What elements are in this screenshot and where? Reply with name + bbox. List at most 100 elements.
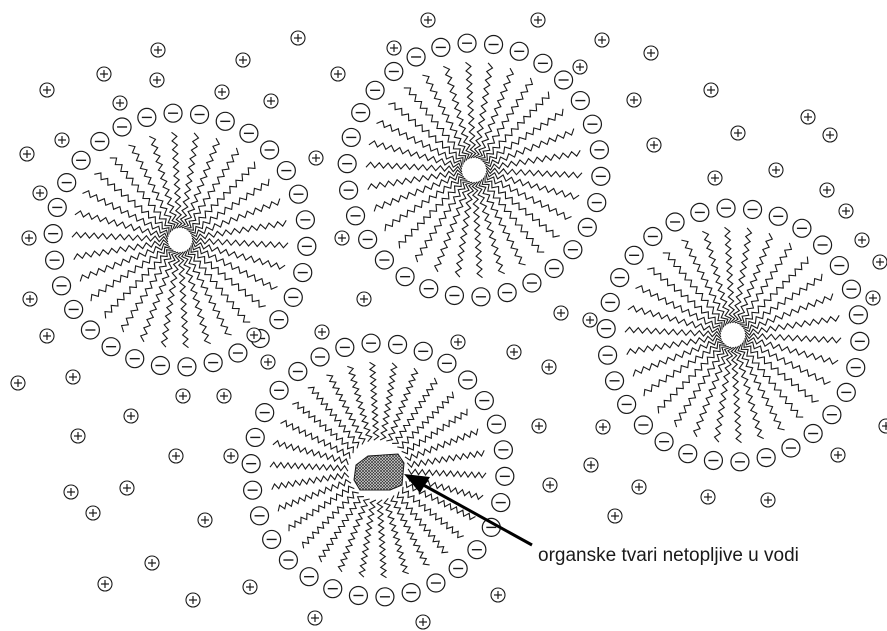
anion-head-icon <box>555 71 573 89</box>
annotation-arrow <box>404 474 532 545</box>
anion-head-icon <box>588 194 606 212</box>
cation-icon <box>554 306 568 320</box>
surfactant-tail <box>735 233 773 323</box>
cation-icon <box>22 231 36 245</box>
surfactant-tail <box>308 387 359 448</box>
cation-icon <box>416 615 430 629</box>
cation-icon <box>55 133 69 147</box>
anion-head-icon <box>793 219 811 237</box>
anion-head-icon <box>46 251 64 269</box>
cation-icon <box>236 53 250 67</box>
anion-head-icon <box>475 392 493 410</box>
cation-icon <box>873 255 887 269</box>
cation-icon <box>97 67 111 81</box>
cation-icon <box>291 31 305 45</box>
anion-head-icon <box>102 338 120 356</box>
cation-icon <box>261 355 275 369</box>
anion-head-icon <box>823 406 841 424</box>
cation-icon <box>86 506 100 520</box>
cation-icon <box>145 556 159 570</box>
cation-icon <box>40 83 54 97</box>
anion-head-icon <box>644 227 662 245</box>
cation-icon <box>20 147 34 161</box>
anion-head-icon <box>420 280 438 298</box>
anion-head-icon <box>349 586 367 604</box>
cation-icon <box>823 128 837 142</box>
micelle-core <box>170 230 190 250</box>
anion-head-icon <box>485 36 503 54</box>
anion-head-icon <box>151 356 169 374</box>
anion-head-icon <box>757 449 775 467</box>
surfactant-tail <box>740 257 808 326</box>
anion-head-icon <box>449 560 467 578</box>
cation-icon <box>64 485 78 499</box>
micelle-core <box>723 325 743 345</box>
anion-head-icon <box>849 306 867 324</box>
surfactant-tail <box>745 338 831 384</box>
surfactant-tail <box>741 343 803 417</box>
organic-particle-core <box>354 454 404 490</box>
surfactant-tail <box>319 497 364 562</box>
anion-head-icon <box>340 181 358 199</box>
anion-head-icon <box>240 124 258 142</box>
anion-head-icon <box>492 494 510 512</box>
cation-icon <box>11 376 25 390</box>
surfactant-tail <box>289 486 354 531</box>
anion-head-icon <box>599 346 617 364</box>
surfactant-tail <box>397 492 448 553</box>
anion-head-icon <box>126 350 144 368</box>
annotation-label: organske tvari netopljive u vodi <box>538 545 799 567</box>
cation-icon <box>169 449 183 463</box>
surfactant-tail <box>188 248 250 322</box>
anion-head-icon <box>679 445 697 463</box>
cation-icon <box>387 41 401 55</box>
anion-head-icon <box>498 284 516 302</box>
cation-icon <box>573 60 587 74</box>
cation-icon <box>866 291 880 305</box>
surfactant-tail <box>435 182 473 272</box>
surfactant-tail <box>347 366 372 441</box>
anion-head-icon <box>300 568 318 586</box>
anion-head-icon <box>618 395 636 413</box>
anion-head-icon <box>487 415 505 433</box>
cation-icon <box>731 126 745 140</box>
cation-icon <box>217 389 231 403</box>
surfactant-tail <box>663 253 725 327</box>
anion-head-icon <box>655 433 673 451</box>
anion-head-icon <box>744 201 762 219</box>
surfactant-tail <box>377 121 463 167</box>
anion-head-icon <box>704 451 722 469</box>
surfactant-tail <box>270 462 348 471</box>
cation-icon <box>531 13 545 27</box>
surfactant-tail <box>192 243 278 289</box>
surfactant-tail <box>486 173 572 219</box>
anion-head-icon <box>494 441 512 459</box>
anion-head-icon <box>666 213 684 231</box>
cation-icon <box>23 292 37 306</box>
cation-icon <box>831 448 845 462</box>
cation-icon <box>33 186 47 200</box>
anion-head-icon <box>251 507 269 525</box>
anion-head-icon <box>298 237 316 255</box>
anion-head-icon <box>229 344 247 362</box>
surfactant-tail <box>110 158 172 232</box>
anion-head-icon <box>376 588 394 606</box>
anion-head-icon <box>571 92 589 110</box>
surfactant-tail <box>481 92 549 161</box>
anion-head-icon <box>414 342 432 360</box>
micelles-layer <box>44 34 869 606</box>
anion-head-icon <box>583 115 601 133</box>
anion-head-icon <box>270 381 288 399</box>
arrow-head <box>404 474 430 493</box>
surfactant-tail <box>141 252 179 342</box>
surfactant-tail <box>187 162 255 231</box>
anion-head-icon <box>842 280 860 298</box>
cation-icon <box>644 46 658 60</box>
cation-icon <box>124 409 138 423</box>
anion-head-icon <box>590 141 608 159</box>
anion-head-icon <box>336 338 354 356</box>
anion-head-icon <box>769 207 787 225</box>
cation-icon <box>532 419 546 433</box>
cation-icon <box>335 231 349 245</box>
anion-head-icon <box>216 112 234 130</box>
